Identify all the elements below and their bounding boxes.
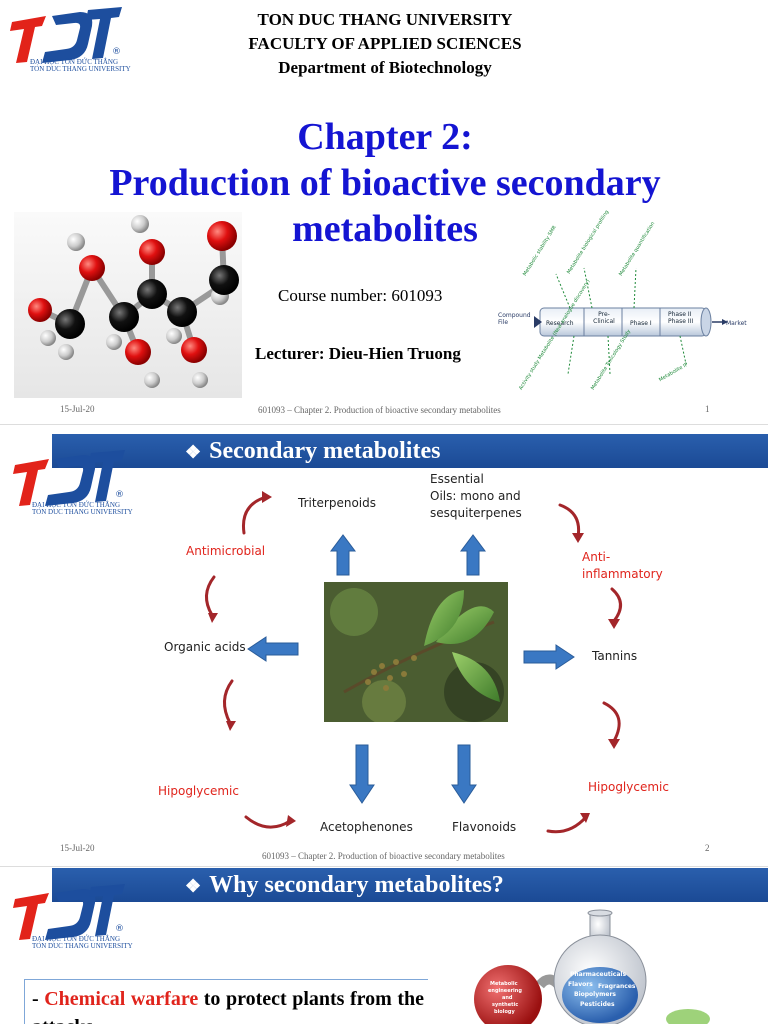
- slide-3: ❖ Why secondary metabolites? ® ĐẠI HỌC TÔ…: [0, 866, 768, 1024]
- flask-illustration: [474, 909, 710, 1024]
- diamond-bullet-icon: ❖: [185, 876, 202, 896]
- sphere-label-1: Metabolic: [490, 981, 518, 987]
- flask-label-fragrances: Fragrances: [598, 983, 636, 990]
- arrow-up-left: [330, 534, 356, 576]
- logo-text-vn: ĐẠI HỌC TÔN ĐỨC THẮNG: [32, 935, 121, 943]
- svg-text:®: ®: [112, 47, 121, 57]
- bullet-highlight: Chemical warfare: [44, 988, 199, 1010]
- footer-date: 15-Jul-20: [60, 404, 95, 414]
- tdt-logo-icon: ®: [13, 884, 125, 940]
- arrow-left: [247, 636, 299, 662]
- flask-label-biopolymers: Biopolymers: [574, 991, 616, 998]
- curve-top-left: [241, 495, 268, 535]
- label-anti-inflammatory-line-2: inflammatory: [582, 567, 663, 581]
- title-bar: ❖ Why secondary metabolites?: [52, 868, 768, 902]
- tdt-logo: ® ĐẠI HỌC TÔN ĐỨC THẮNG TON DUC THANG UN…: [8, 6, 131, 73]
- tdt-logo: ® ĐẠI HỌC TÔN ĐỨC THẮNG TON DUC THANG UN…: [0, 883, 140, 950]
- pipeline-stage-phase23: Phase II Phase III: [668, 311, 694, 325]
- label-acetophenones: Acetophenones: [320, 820, 413, 834]
- pipeline-stage-preclinical: Pre-Clinical: [593, 311, 615, 325]
- svg-text:®: ®: [115, 490, 124, 500]
- arrow-down-right: [451, 744, 477, 804]
- footer-date: 15-Jul-20: [60, 843, 95, 853]
- slide-1: ® ĐẠI HỌC TÔN ĐỨC THẮNG TON DUC THANG UN…: [0, 0, 768, 424]
- lecturer-name: Lecturer: Dieu-Hien Truong: [255, 344, 461, 363]
- arrow-down-left: [349, 744, 375, 804]
- title-bar: ❖ Secondary metabolites: [52, 434, 768, 468]
- logo-text-en: TON DUC THANG UNIVERSITY: [32, 508, 133, 516]
- pipeline-stage-research: Research: [546, 320, 574, 327]
- curve-top-right: [558, 503, 581, 539]
- label-tannins: Tannins: [592, 649, 638, 663]
- label-organic-acids: Organic acids: [164, 640, 246, 654]
- tdt-logo: ® ĐẠI HỌC TÔN ĐỨC THẮNG TON DUC THANG UN…: [0, 449, 140, 516]
- logo-text-en: TON DUC THANG UNIVERSITY: [30, 65, 131, 73]
- footer-course: 601093 – Chapter 2. Production of bioact…: [258, 405, 501, 415]
- curve-left-lower: [223, 679, 234, 725]
- footer-course: 601093 – Chapter 2. Production of bioact…: [262, 851, 505, 861]
- curve-bottom-right: [546, 815, 588, 834]
- flask-label-pharmaceuticals: Pharmaceuticals: [570, 971, 627, 978]
- curve-right-upper: [610, 587, 622, 623]
- bullet-chemical-warfare: - Chemical warfare to protect plants fro…: [32, 985, 424, 1024]
- faculty-name: FACULTY OF APPLIED SCIENCES: [248, 34, 522, 53]
- curve-right-lower: [602, 701, 621, 743]
- tdt-logo-icon: ®: [13, 450, 125, 506]
- chapter-title-line-1: Chapter 2:: [297, 116, 473, 158]
- sphere-label-4: synthetic: [492, 1002, 519, 1008]
- flask-label-flavors: Flavors: [568, 981, 593, 988]
- label-anti-inflammatory-line-1: Anti-: [582, 550, 611, 564]
- flask-label-pesticides: Pesticides: [580, 1001, 615, 1008]
- slide-title: ❖ Secondary metabolites: [185, 434, 440, 469]
- logo-text-vn: ĐẠI HỌC TÔN ĐỨC THẮNG: [32, 501, 121, 509]
- pipeline-tube: [534, 267, 728, 375]
- molecule-image: [14, 212, 242, 398]
- slide-title-text: Why secondary metabolites?: [209, 872, 504, 898]
- logo-text-vn: ĐẠI HỌC TÔN ĐỨC THẮNG: [30, 58, 119, 66]
- chapter-title-line-3: metabolites: [292, 208, 478, 250]
- label-essential-oils-line-3: sesquiterpenes: [430, 506, 522, 520]
- diamond-bullet-icon: ❖: [185, 442, 202, 462]
- label-hipoglycemic-right: Hipoglycemic: [588, 780, 669, 794]
- label-triterpenoids: Triterpenoids: [298, 496, 377, 510]
- svg-text:®: ®: [115, 924, 124, 934]
- label-hipoglycemic-left: Hipoglycemic: [158, 784, 239, 798]
- label-antimicrobial: Antimicrobial: [186, 544, 266, 558]
- course-number: Course number: 601093: [278, 286, 443, 305]
- diagram-arrows: [205, 491, 622, 834]
- arrow-right: [523, 644, 575, 670]
- arrow-up-right: [460, 534, 486, 576]
- label-essential-oils-line-2: Oils: mono and: [430, 489, 521, 503]
- footer-page-number: 1: [705, 404, 710, 414]
- bullet-box-border: [24, 979, 428, 1024]
- label-essential-oils-line-1: Essential: [430, 472, 484, 486]
- sphere-label-3: and: [502, 995, 513, 1001]
- pipeline-end-label: Market: [726, 320, 747, 327]
- tdt-logo-icon: ®: [10, 7, 122, 63]
- university-name: TON DUC THANG UNIVERSITY: [257, 10, 513, 29]
- pipeline-start-label: Compound File: [498, 312, 531, 326]
- curve-left-upper: [205, 575, 216, 617]
- curve-bottom-left: [244, 815, 292, 829]
- department-name: Department of Biotechnology: [278, 58, 492, 77]
- chapter-title-line-2: Production of bioactive secondary: [109, 162, 661, 204]
- drug-pipeline-diagram: Research Pre-Clinical Phase I Phase II P…: [498, 209, 750, 394]
- slide-2: ❖ Secondary metabolites ® ĐẠI HỌC TÔN ĐỨC…: [0, 424, 768, 866]
- plant-photo: [324, 582, 508, 722]
- footer-page-number: 2: [705, 843, 710, 853]
- pipeline-stage-phase1: Phase I: [630, 320, 652, 327]
- logo-text-en: TON DUC THANG UNIVERSITY: [32, 942, 133, 950]
- label-flavonoids: Flavonoids: [452, 820, 517, 834]
- slide-title-text: Secondary metabolites: [209, 438, 441, 464]
- slide-title: ❖ Why secondary metabolites?: [185, 868, 504, 903]
- bullet-dash: -: [32, 988, 39, 1010]
- bullet-text: to protect plants from the attacks: [32, 988, 425, 1024]
- sphere-label-5: biology: [494, 1009, 515, 1015]
- sphere-label-2: engineering: [488, 988, 522, 994]
